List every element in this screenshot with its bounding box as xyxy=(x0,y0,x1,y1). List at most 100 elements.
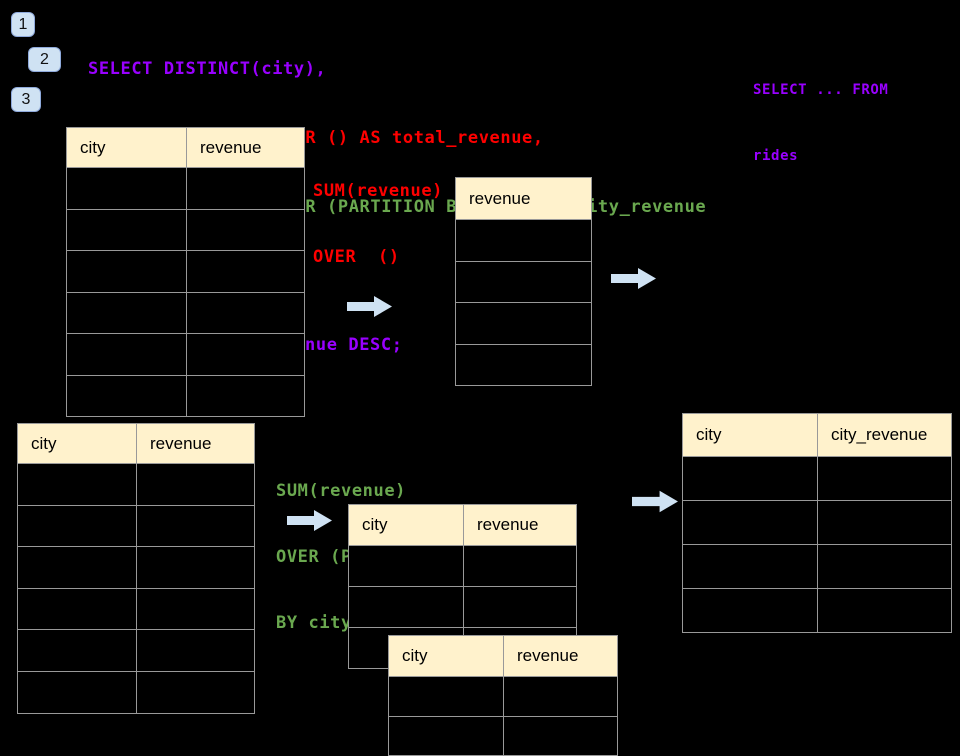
column-header-revenue: revenue xyxy=(463,504,577,546)
table-cell-empty xyxy=(17,546,137,589)
column-header-revenue: revenue xyxy=(503,635,618,677)
table-cell-empty xyxy=(186,208,305,251)
table-cell-empty xyxy=(186,167,305,210)
step-badge-3: 3 xyxy=(11,87,41,112)
annotation-line: SUM(revenue) xyxy=(276,481,407,501)
table-header-row: city revenue xyxy=(17,423,255,464)
table-row xyxy=(348,586,577,628)
table-cell-empty xyxy=(186,374,305,417)
column-header-city: city xyxy=(348,504,464,546)
table-row xyxy=(388,715,618,756)
table-cell-empty xyxy=(455,343,592,386)
side-code-note: SELECT ... FROM rides xyxy=(753,35,888,189)
table-row xyxy=(17,670,255,714)
table-cell-empty xyxy=(817,500,952,545)
table-row xyxy=(348,545,577,587)
table-cell-empty xyxy=(463,586,577,628)
table-cell-empty xyxy=(348,545,464,587)
table-cell-empty xyxy=(682,588,818,633)
step-badge-1: 1 xyxy=(11,12,35,37)
table-cell-empty xyxy=(66,333,187,376)
table-cell-empty xyxy=(503,715,618,756)
source-table-top: city revenue xyxy=(66,127,305,417)
side-code-line-2: rides xyxy=(753,148,799,164)
table-cell-empty xyxy=(348,586,464,628)
table-cell-empty xyxy=(136,670,255,714)
column-header-city: city xyxy=(682,413,818,457)
city-revenue-result-table: city city_revenue xyxy=(682,413,952,633)
table-cell-empty xyxy=(136,587,255,631)
total-revenue-annotation: SUM(revenue) OVER () xyxy=(313,136,443,290)
annotation-line: SUM(revenue) xyxy=(313,181,444,201)
table-row xyxy=(682,500,952,545)
column-header-revenue: revenue xyxy=(136,423,255,464)
table-header-row: city revenue xyxy=(388,635,618,677)
table-cell-empty xyxy=(455,260,592,303)
table-row xyxy=(17,629,255,672)
table-cell-empty xyxy=(186,250,305,293)
arrow-right-icon xyxy=(347,296,392,317)
table-row xyxy=(682,588,952,633)
table-row xyxy=(66,291,305,334)
table-cell-empty xyxy=(136,504,255,548)
table-cell-empty xyxy=(463,545,577,587)
table-header-row: city revenue xyxy=(348,504,577,546)
annotation-line: OVER () xyxy=(313,247,400,267)
table-cell-empty xyxy=(817,588,952,633)
column-header-city: city xyxy=(17,423,137,464)
table-row xyxy=(455,260,592,303)
column-header-revenue: revenue xyxy=(455,177,592,220)
side-code-line-1: SELECT ... FROM xyxy=(753,82,889,98)
table-cell-empty xyxy=(17,629,137,672)
total-revenue-table: revenue xyxy=(455,177,592,386)
source-table-bottom: city revenue xyxy=(17,423,255,714)
table-cell-empty xyxy=(682,456,818,501)
table-row xyxy=(17,504,255,548)
table-row xyxy=(388,676,618,717)
slide-canvas: { "colors": { "background": "#000000", "… xyxy=(11,12,952,756)
sql-line-select: SELECT DISTINCT(city), xyxy=(88,59,327,79)
table-row xyxy=(455,343,592,386)
table-header-row: city revenue xyxy=(66,127,305,168)
table-cell-empty xyxy=(66,208,187,251)
arrow-right-icon xyxy=(632,490,678,513)
table-cell-empty xyxy=(136,546,255,589)
table-row xyxy=(455,302,592,345)
table-cell-empty xyxy=(136,629,255,672)
table-cell-empty xyxy=(388,676,504,717)
partition-table-overlay: city revenue xyxy=(388,635,618,756)
column-header-city: city xyxy=(66,127,187,168)
arrow-right-icon xyxy=(611,268,656,289)
table-cell-empty xyxy=(455,219,592,262)
table-cell-empty xyxy=(17,504,137,548)
table-row xyxy=(66,333,305,376)
table-cell-empty xyxy=(66,250,187,293)
table-row xyxy=(682,456,952,501)
table-cell-empty xyxy=(817,456,952,501)
table-header-row: revenue xyxy=(455,177,592,220)
column-header-revenue: revenue xyxy=(186,127,305,168)
table-cell-empty xyxy=(817,544,952,589)
step-badge-2: 2 xyxy=(28,47,61,72)
table-cell-empty xyxy=(66,374,187,417)
table-cell-empty xyxy=(388,715,504,756)
table-row xyxy=(17,546,255,589)
column-header-city-revenue: city_revenue xyxy=(817,413,952,457)
table-cell-empty xyxy=(17,587,137,631)
table-row xyxy=(17,463,255,506)
table-cell-empty xyxy=(66,167,187,210)
table-row xyxy=(682,544,952,589)
table-cell-empty xyxy=(66,291,187,334)
table-cell-empty xyxy=(17,463,137,506)
table-row xyxy=(66,167,305,210)
table-row xyxy=(66,374,305,417)
table-cell-empty xyxy=(455,302,592,345)
table-header-row: city city_revenue xyxy=(682,413,952,457)
table-cell-empty xyxy=(186,291,305,334)
table-cell-empty xyxy=(682,500,818,545)
arrow-right-icon xyxy=(287,510,332,531)
table-row xyxy=(17,587,255,631)
table-row xyxy=(455,219,592,262)
table-row xyxy=(66,208,305,251)
table-cell-empty xyxy=(186,333,305,376)
